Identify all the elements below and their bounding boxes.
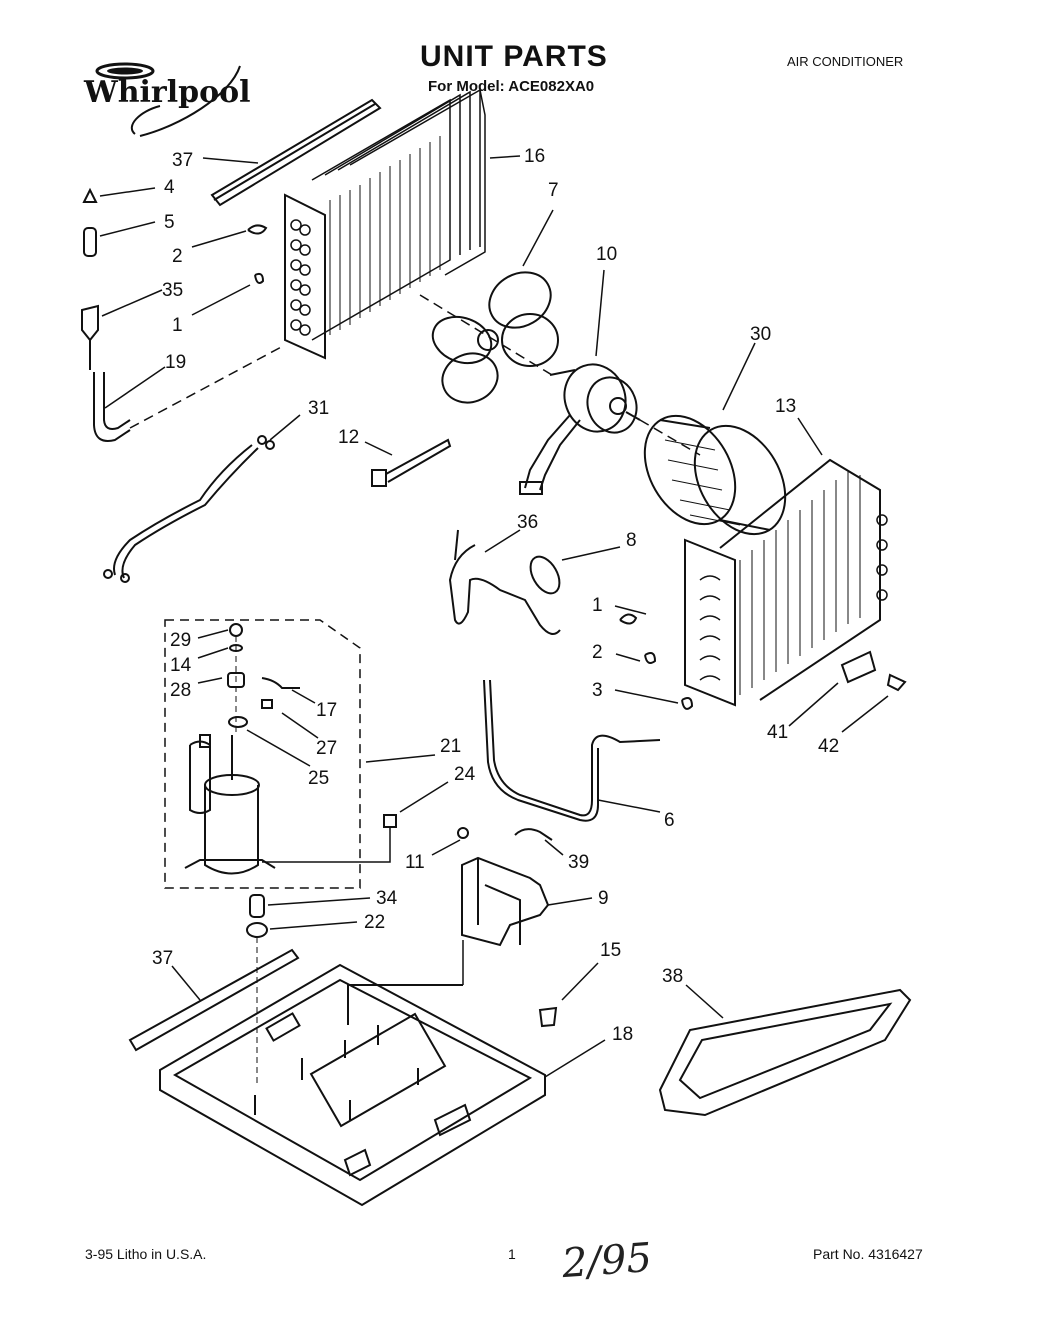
callout-29: 29 bbox=[170, 630, 191, 651]
harness-39 bbox=[514, 828, 553, 841]
overload-17 bbox=[261, 677, 300, 689]
callout-16: 16 bbox=[524, 146, 545, 167]
handwritten-date: 2/95 bbox=[560, 1234, 654, 1288]
capillary-tube-assembly bbox=[81, 187, 131, 442]
callout-17: 17 bbox=[316, 700, 337, 721]
nut-29 bbox=[229, 623, 243, 637]
drain-tube bbox=[448, 529, 561, 635]
control-bracket bbox=[461, 856, 550, 947]
refrigerant-tube bbox=[483, 679, 661, 822]
grommet-1 bbox=[619, 613, 638, 625]
compressor bbox=[184, 734, 276, 875]
insulation-strip-bottom bbox=[128, 948, 300, 1052]
callout-4: 4 bbox=[164, 177, 175, 198]
callout-13: 13 bbox=[775, 396, 796, 417]
nut-11 bbox=[457, 827, 469, 839]
cable-tie bbox=[371, 438, 452, 487]
grommet-2 bbox=[644, 652, 657, 664]
callout-10: 10 bbox=[596, 244, 617, 265]
grommet-3 bbox=[681, 697, 694, 710]
callout-37: 37 bbox=[172, 150, 193, 171]
callout-8: 8 bbox=[626, 530, 637, 551]
callout-19: 19 bbox=[165, 352, 186, 373]
callout-11: 11 bbox=[405, 852, 425, 873]
drain-tray bbox=[658, 988, 912, 1117]
callout-2-evap: 2 bbox=[592, 642, 603, 663]
grommet-1-top bbox=[254, 272, 265, 284]
nut-24 bbox=[383, 814, 397, 828]
grommet-2-top bbox=[247, 224, 268, 235]
whirlpool-logo: Whirlpool bbox=[83, 62, 250, 137]
clip bbox=[886, 673, 907, 692]
callout-39: 39 bbox=[568, 852, 589, 873]
page-number: 1 bbox=[508, 1246, 516, 1262]
callout-1: 1 bbox=[172, 315, 183, 336]
callout-22: 22 bbox=[364, 912, 385, 933]
part-number: Part No. 4316427 bbox=[813, 1246, 923, 1262]
fan-blade bbox=[431, 271, 559, 404]
evaporator-coil bbox=[684, 458, 888, 707]
wire-harness bbox=[103, 435, 275, 583]
callout-21: 21 bbox=[440, 736, 461, 757]
callout-3: 3 bbox=[592, 680, 603, 701]
callout-25: 25 bbox=[308, 768, 329, 789]
callout-6: 6 bbox=[664, 810, 675, 831]
callout-42: 42 bbox=[818, 736, 839, 757]
callout-34: 34 bbox=[376, 888, 398, 909]
grommet-25 bbox=[228, 716, 248, 728]
product-type: AIR CONDITIONER bbox=[787, 54, 904, 69]
callout-28: 28 bbox=[170, 680, 191, 701]
callout-5: 5 bbox=[164, 212, 175, 233]
callout-18: 18 bbox=[612, 1024, 633, 1045]
callout-7: 7 bbox=[548, 180, 559, 201]
callout-24: 24 bbox=[454, 764, 476, 785]
model-number: For Model: ACE082XA0 bbox=[428, 78, 595, 95]
clip-27 bbox=[261, 699, 273, 709]
callout-2: 2 bbox=[172, 246, 183, 267]
print-date: 3-95 Litho in U.S.A. bbox=[85, 1246, 207, 1262]
callout-41: 41 bbox=[767, 722, 788, 743]
insulation-strip-top bbox=[210, 98, 382, 207]
callout-14: 14 bbox=[170, 655, 192, 676]
bracket bbox=[840, 650, 877, 684]
callout-9: 9 bbox=[598, 888, 609, 909]
callout-31: 31 bbox=[308, 398, 329, 419]
mount-grommet-22 bbox=[246, 922, 268, 938]
callout-37-bottom: 37 bbox=[152, 948, 173, 969]
base-pan bbox=[159, 963, 546, 1207]
callout-30: 30 bbox=[750, 324, 771, 345]
sleeve bbox=[529, 555, 561, 595]
callout-35: 35 bbox=[162, 280, 183, 301]
condenser-coil bbox=[284, 88, 486, 360]
fan-motor bbox=[519, 363, 641, 495]
callout-27: 27 bbox=[316, 738, 337, 759]
grommet-15 bbox=[538, 1006, 558, 1028]
callout-15: 15 bbox=[600, 940, 621, 961]
callout-36: 36 bbox=[517, 512, 538, 533]
compressor-assembly-boundary bbox=[164, 619, 361, 889]
callout-1-evap: 1 bbox=[592, 595, 603, 616]
callout-38: 38 bbox=[662, 966, 683, 987]
mount-sleeve-34 bbox=[249, 894, 265, 918]
page-title: UNIT PARTS bbox=[420, 40, 608, 73]
blower-wheel bbox=[643, 414, 787, 536]
callout-12: 12 bbox=[338, 427, 359, 448]
